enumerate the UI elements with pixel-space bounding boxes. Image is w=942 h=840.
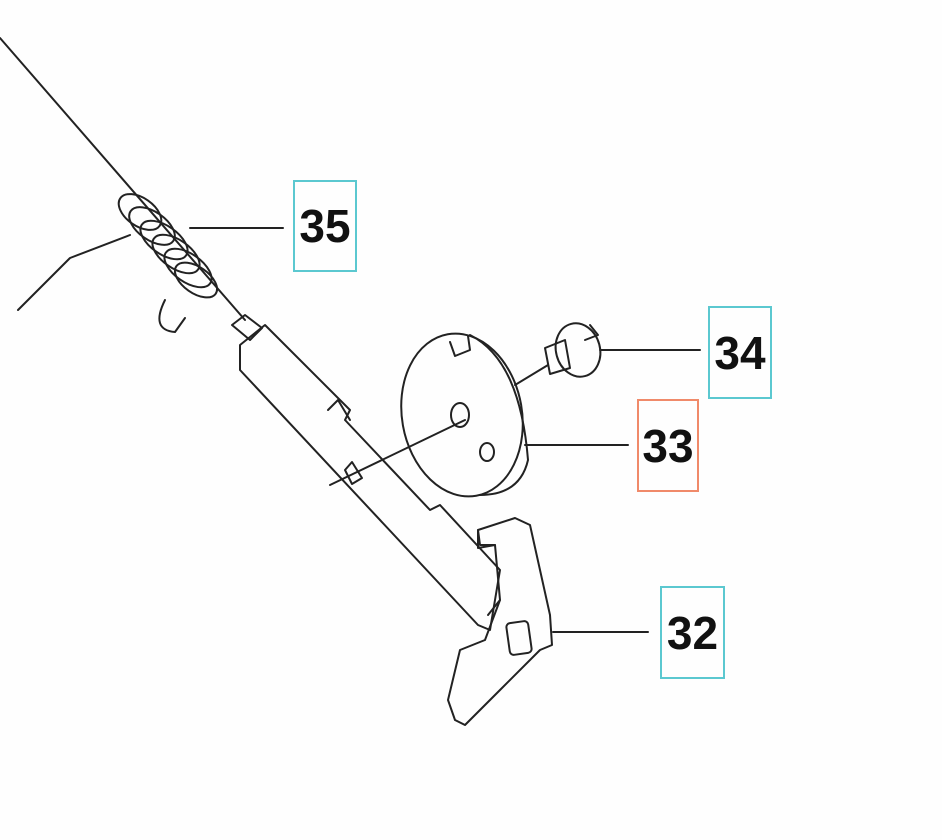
callout-35[interactable]: 35 <box>293 180 357 272</box>
callout-33[interactable]: 33 <box>637 399 699 492</box>
disc-part <box>400 332 529 498</box>
leader-lines <box>189 227 701 633</box>
callout-32[interactable]: 32 <box>660 586 725 679</box>
screw-part <box>514 322 602 386</box>
cable-end <box>17 234 131 311</box>
lever-part <box>447 517 553 726</box>
spring-part <box>117 193 219 333</box>
cable <box>0 37 246 321</box>
callout-34[interactable]: 34 <box>708 306 772 399</box>
rod-part <box>231 314 501 631</box>
